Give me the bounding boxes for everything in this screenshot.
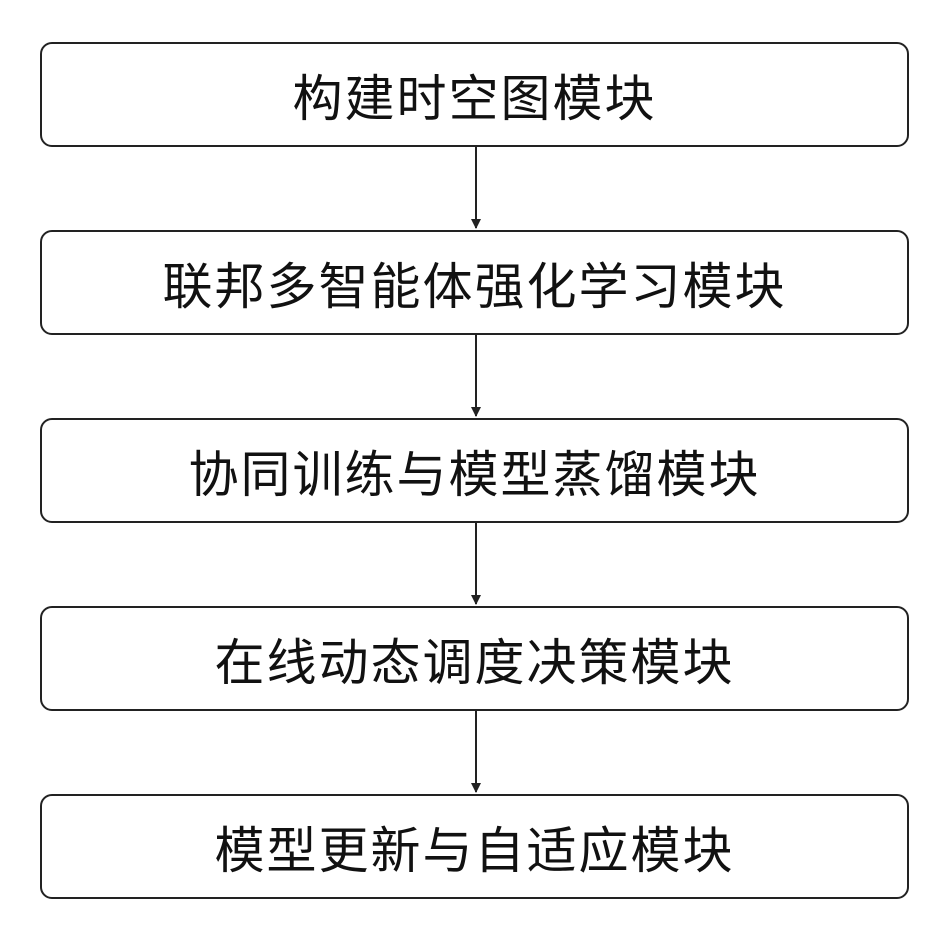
connector-arrows [0,0,931,935]
flowchart-canvas: 构建时空图模块 联邦多智能体强化学习模块 协同训练与模型蒸馏模块 在线动态调度决… [0,0,931,935]
